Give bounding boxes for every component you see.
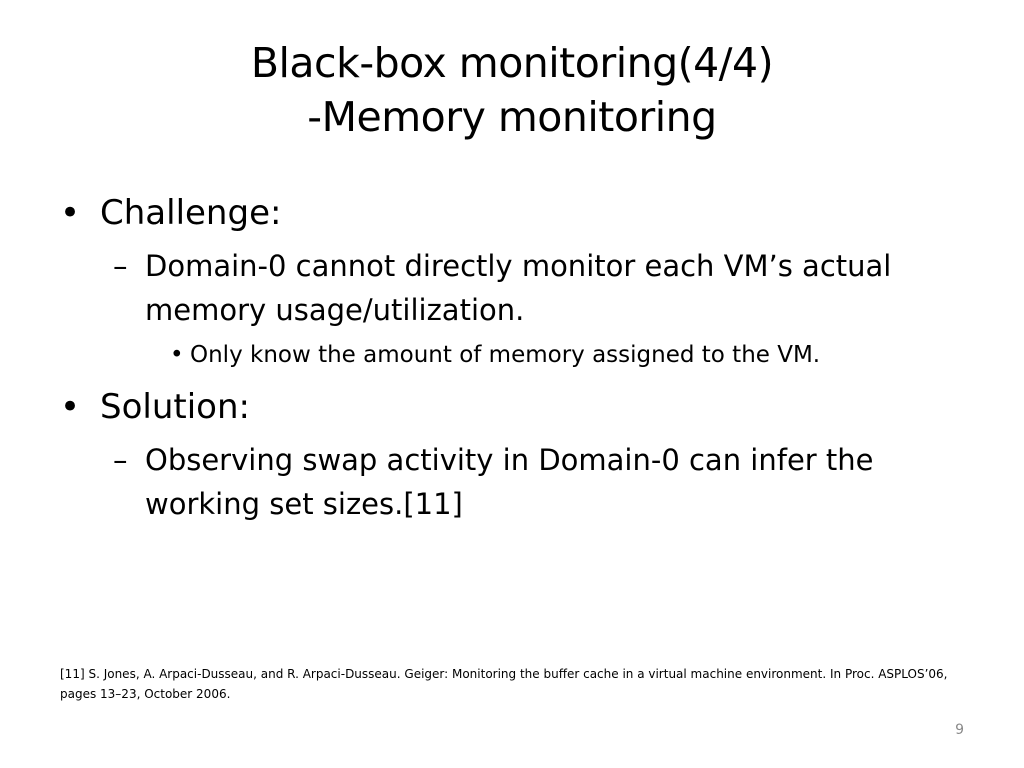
- slide-title: Black-box monitoring(4/4) -Memory monito…: [60, 36, 964, 144]
- footnote: [11] S. Jones, A. Arpaci-Dusseau, and R.…: [60, 667, 948, 701]
- title-line-2: -Memory monitoring: [307, 93, 717, 141]
- sub-bullet-domain0: – Domain-0 cannot directly monitor each …: [100, 244, 980, 332]
- bullet-marker: •: [60, 193, 81, 233]
- bullet-text: Solution:: [100, 387, 250, 427]
- sub-sub-bullet-memory: • Only know the amount of memory assigne…: [170, 338, 980, 372]
- title-line-1: Black-box monitoring(4/4): [250, 39, 774, 87]
- page-number: 9: [955, 722, 964, 738]
- sub-bullet-text: Domain-0 cannot directly monitor each VM…: [145, 249, 892, 327]
- bullet-challenge: • Challenge:: [60, 190, 980, 236]
- bullet-marker: •: [60, 387, 81, 427]
- dash-marker: –: [113, 249, 128, 283]
- bullet-solution: • Solution:: [60, 384, 980, 430]
- bullet-text: Challenge:: [100, 193, 282, 233]
- sub-sub-bullet-text: Only know the amount of memory assigned …: [190, 342, 821, 368]
- slide-body: • Challenge: – Domain-0 cannot directly …: [60, 190, 980, 532]
- sub-bullet-text: Observing swap activity in Domain-0 can …: [145, 443, 874, 521]
- dash-marker: –: [113, 443, 128, 477]
- bullet-marker: •: [170, 342, 184, 368]
- sub-bullet-swap: – Observing swap activity in Domain-0 ca…: [100, 438, 980, 526]
